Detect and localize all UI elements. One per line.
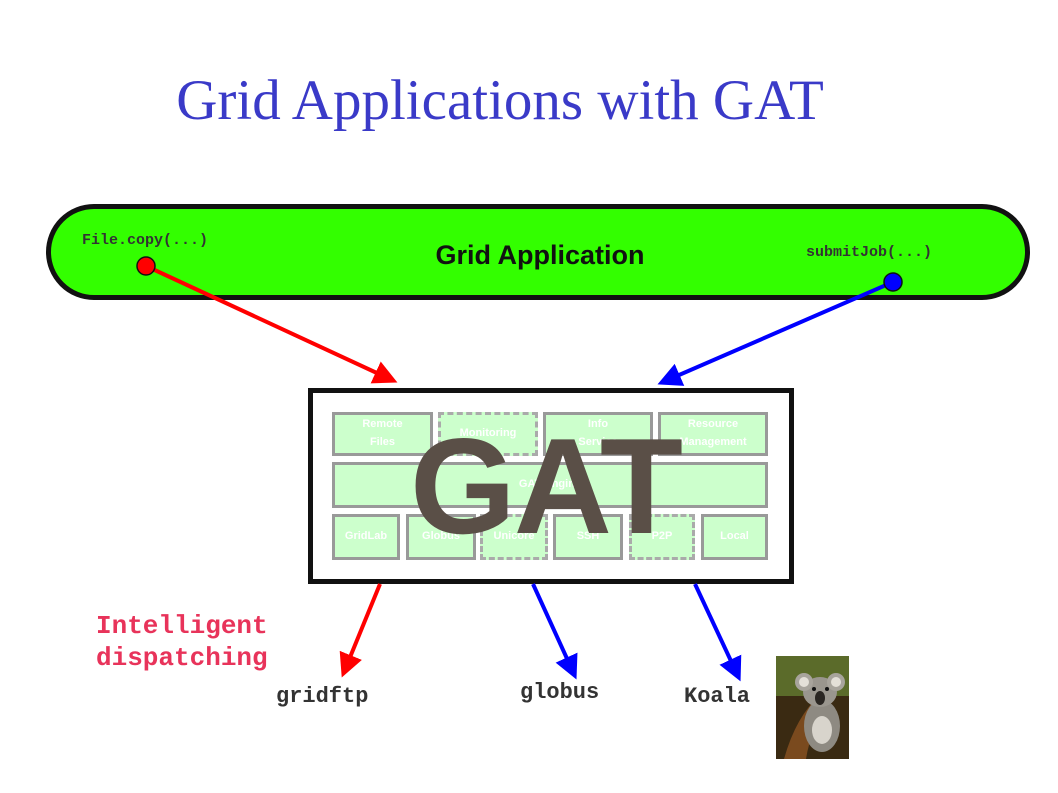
arrow-submit-job-to-gat <box>657 280 894 386</box>
adaptor-local: Local <box>701 514 768 560</box>
adaptor-p2p: P2P <box>629 514 695 560</box>
grid-application-label: Grid Application <box>435 240 645 270</box>
page-title: Grid Applications with GAT <box>176 69 824 132</box>
submit-job-dot <box>883 272 903 292</box>
target-koala: Koala <box>684 684 751 709</box>
gat-big-label: GAT <box>410 410 683 562</box>
arrow-file-copy-to-gat <box>145 264 398 384</box>
arrow-gat-to-koala <box>693 583 742 682</box>
grid-application-bar <box>46 204 1030 300</box>
intelligent-dispatching-label: Intelligent dispatching <box>96 611 268 673</box>
adaptor-globus: Globus <box>406 514 476 560</box>
file-copy-call: File.copy(...) <box>82 232 209 249</box>
target-globus: globus <box>520 680 600 705</box>
adaptor-gridlab: GridLab <box>332 514 400 560</box>
arrow-gat-to-gridftp <box>339 583 382 678</box>
target-gridftp: gridftp <box>276 684 369 709</box>
module-monitoring: Monitoring <box>438 412 538 456</box>
koala-image <box>776 656 849 759</box>
adaptor-ssh: SSH <box>553 514 623 560</box>
adaptor-unicore: Unicore <box>480 514 548 560</box>
arrow-gat-to-globus <box>531 583 578 680</box>
module-gat-engine: GAT Engine <box>332 462 768 508</box>
file-copy-dot <box>136 256 156 276</box>
submit-job-call: submitJob(...) <box>806 244 933 261</box>
